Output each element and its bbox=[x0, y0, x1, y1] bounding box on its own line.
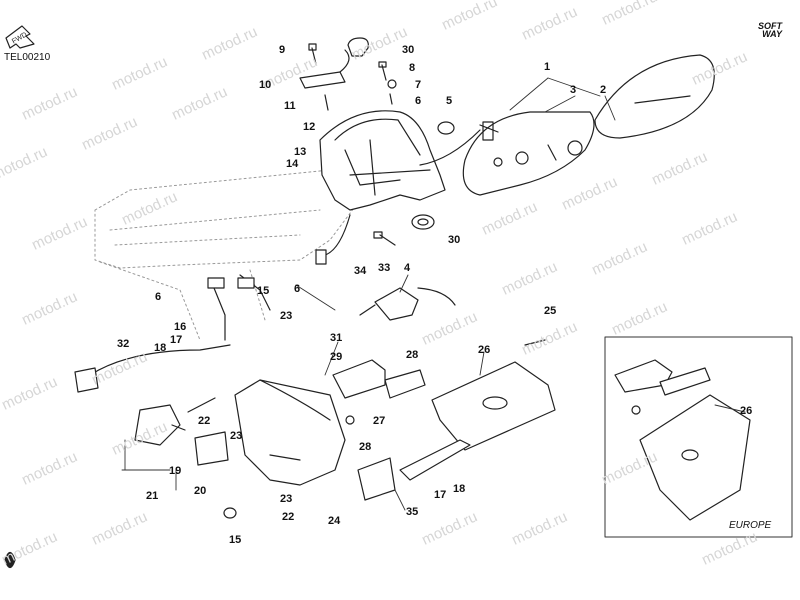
part-label-28a: 28 bbox=[406, 349, 419, 361]
turn-signal-part bbox=[134, 287, 456, 446]
rear-mudguard-part bbox=[223, 379, 346, 519]
frame-outline bbox=[94, 169, 361, 341]
part-label-30b: 30 bbox=[448, 234, 461, 246]
part-label-19: 19 bbox=[169, 465, 182, 477]
part-label-6b: 6 bbox=[155, 291, 162, 303]
part-label-5: 5 bbox=[446, 95, 453, 107]
leader-lines bbox=[121, 77, 746, 511]
part-label-24: 24 bbox=[328, 515, 341, 527]
corner-mark bbox=[4, 551, 16, 569]
tail-guard-part bbox=[319, 110, 446, 211]
part-label-18a: 18 bbox=[154, 342, 167, 354]
plate-holder-part bbox=[345, 339, 556, 501]
brand-line-2: WAY bbox=[762, 29, 782, 39]
part-label-8: 8 bbox=[409, 62, 416, 74]
part-label-27: 27 bbox=[373, 415, 386, 427]
part-label-2: 2 bbox=[600, 84, 607, 96]
europe-label: EUROPE bbox=[729, 520, 772, 531]
license-light-part bbox=[332, 359, 386, 399]
part-label-30a: 30 bbox=[402, 44, 415, 56]
part-label-23b: 23 bbox=[230, 430, 243, 442]
part-label-22b: 22 bbox=[282, 511, 295, 523]
part-label-1: 1 bbox=[544, 61, 551, 73]
part-label-11: 11 bbox=[284, 100, 296, 112]
part-label-17b: 17 bbox=[434, 489, 447, 501]
part-label-26a: 26 bbox=[478, 344, 491, 356]
part-label-3: 3 bbox=[570, 84, 577, 96]
part-label-21: 21 bbox=[146, 490, 159, 502]
part-label-16: 16 bbox=[174, 321, 187, 333]
diagram-code: TEL00210 bbox=[4, 52, 51, 63]
part-label-22a: 22 bbox=[198, 415, 211, 427]
europe-inset bbox=[604, 336, 793, 538]
part-label-26b: 26 bbox=[740, 405, 753, 417]
part-label-28b: 28 bbox=[359, 441, 372, 453]
part-label-15b: 15 bbox=[229, 534, 242, 546]
brand-logo: SOFT WAY bbox=[758, 21, 782, 39]
part-label-34: 34 bbox=[354, 265, 367, 277]
top-small-parts bbox=[299, 37, 455, 246]
part-label-7: 7 bbox=[415, 79, 422, 91]
part-label-23a: 23 bbox=[280, 310, 293, 322]
wiring-harness bbox=[74, 214, 351, 393]
part-label-23c: 23 bbox=[280, 493, 293, 505]
part-label-6a: 6 bbox=[415, 95, 422, 107]
part-label-25: 25 bbox=[544, 305, 557, 317]
part-label-20: 20 bbox=[194, 485, 207, 497]
taillight-assembly-part bbox=[462, 54, 715, 196]
part-label-18b: 18 bbox=[453, 483, 466, 495]
part-label-33: 33 bbox=[378, 262, 391, 274]
part-label-32: 32 bbox=[117, 338, 130, 350]
brand-line-1: SOFT bbox=[758, 21, 782, 31]
part-label-14: 14 bbox=[286, 158, 299, 170]
part-label-15a: 15 bbox=[257, 285, 270, 297]
part-label-6c: 6 bbox=[294, 283, 301, 295]
part-label-13: 13 bbox=[294, 146, 307, 158]
part-label-17a: 17 bbox=[170, 334, 183, 346]
part-label-31: 31 bbox=[330, 332, 343, 344]
part-label-9: 9 bbox=[279, 44, 286, 56]
part-label-10: 10 bbox=[259, 79, 272, 91]
fwd-arrow-icon bbox=[5, 25, 35, 49]
part-label-35: 35 bbox=[406, 506, 419, 518]
part-label-29: 29 bbox=[330, 351, 343, 363]
part-label-12: 12 bbox=[303, 121, 316, 133]
part-label-4: 4 bbox=[404, 262, 411, 274]
taillight-cable bbox=[419, 129, 481, 166]
reflector-part bbox=[194, 431, 229, 466]
